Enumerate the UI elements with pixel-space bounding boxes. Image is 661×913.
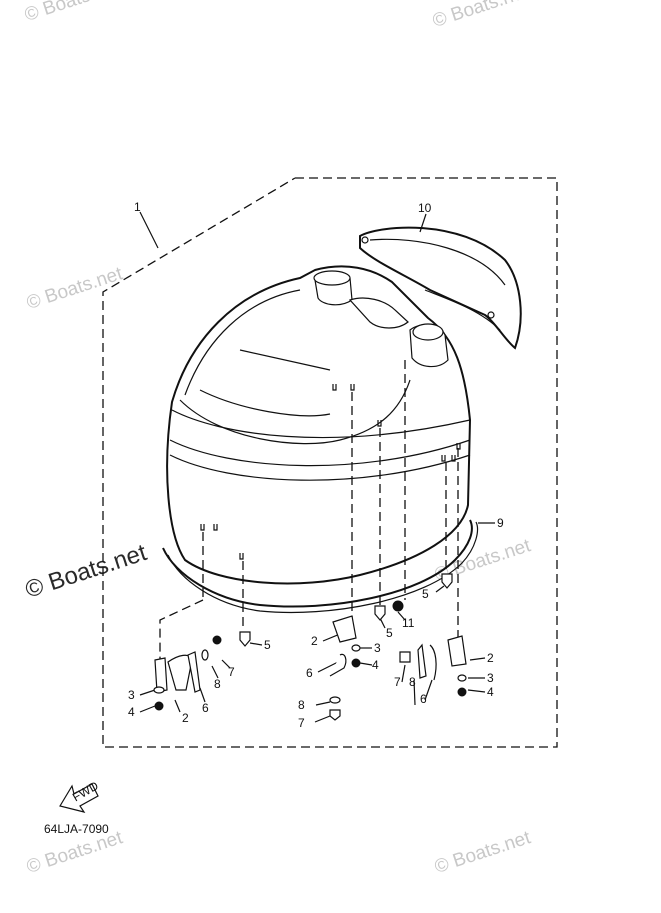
part-number-3: 3 — [128, 688, 135, 702]
part-number-1: 1 — [134, 200, 141, 214]
alignment-lines — [159, 360, 459, 660]
seal-part-9 — [162, 519, 479, 614]
part-number-9: 9 — [497, 516, 504, 530]
part-number-8: 8 — [214, 677, 221, 691]
part-number-3: 3 — [374, 641, 381, 655]
part-number-3: 3 — [487, 671, 494, 685]
top-cowling — [166, 265, 472, 585]
part-number-2: 2 — [487, 651, 494, 665]
diagram-code: 64LJA-7090 — [44, 822, 109, 836]
part-number-10: 10 — [418, 201, 432, 215]
part-number-5: 5 — [264, 638, 271, 652]
part-number-2: 2 — [311, 634, 318, 648]
rear-cover-part-10 — [359, 226, 522, 350]
part-number-7: 7 — [228, 665, 235, 679]
part-number-5: 5 — [386, 626, 393, 640]
part-number-4: 4 — [372, 658, 379, 672]
part-number-6: 6 — [202, 701, 209, 715]
part-number-8: 8 — [409, 675, 416, 689]
fasteners — [153, 573, 467, 721]
part-number-11: 11 — [402, 616, 415, 630]
part-number-7: 7 — [298, 716, 305, 730]
part-labels: 1 10 9 11 5 5 5 2 2 2 3 3 3 4 4 4 6 6 6 … — [128, 200, 504, 730]
part-number-7: 7 — [394, 675, 401, 689]
part-number-2: 2 — [182, 711, 189, 725]
part-number-6: 6 — [306, 666, 313, 680]
part-number-6: 6 — [420, 692, 427, 706]
part-number-8: 8 — [298, 698, 305, 712]
leader-lines — [139, 211, 495, 723]
part-number-4: 4 — [487, 685, 494, 699]
part-number-4: 4 — [128, 705, 135, 719]
fwd-arrow-icon: FWD — [59, 778, 101, 813]
assembly-boundary — [102, 177, 558, 748]
part-number-5: 5 — [422, 587, 429, 601]
